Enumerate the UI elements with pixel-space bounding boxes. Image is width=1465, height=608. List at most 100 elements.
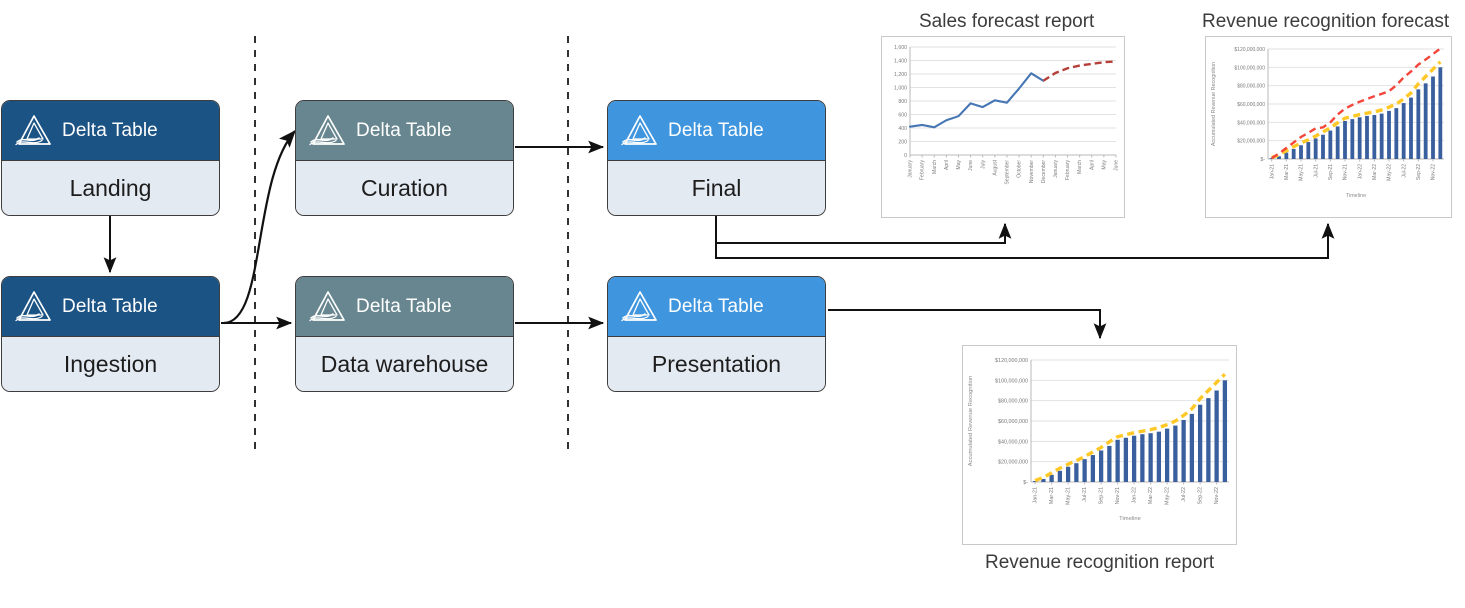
svg-text:May: May: [1101, 160, 1107, 170]
node-landing[interactable]: Delta Table Landing: [1, 100, 220, 216]
node-ingestion-title: Delta Table: [62, 295, 158, 317]
svg-text:March: March: [932, 160, 938, 174]
svg-text:1,200: 1,200: [894, 72, 907, 78]
svg-text:March: March: [1077, 160, 1083, 174]
svg-text:May: May: [956, 160, 962, 170]
node-final-body: Final: [608, 161, 825, 215]
delta-lake-logo-icon: [309, 114, 345, 145]
svg-text:$-: $-: [1261, 157, 1266, 163]
node-final[interactable]: Delta Table Final: [607, 100, 826, 216]
delta-lake-logo-icon: [621, 290, 657, 321]
svg-text:1,400: 1,400: [894, 59, 907, 65]
sales-forecast-title: Sales forecast report: [919, 11, 1095, 32]
svg-text:August: August: [992, 159, 998, 175]
svg-text:January: January: [908, 160, 914, 178]
connector-presentation-to-revenue-report: [828, 309, 1107, 340]
delta-lake-logo-icon: [621, 114, 657, 145]
svg-text:May-21: May-21: [1299, 164, 1305, 181]
svg-text:$60,000,000: $60,000,000: [998, 419, 1028, 425]
svg-text:1,600: 1,600: [894, 45, 907, 51]
svg-text:Sep-21: Sep-21: [1099, 487, 1105, 504]
svg-text:400: 400: [898, 126, 907, 132]
node-curation-label: Curation: [361, 174, 448, 201]
node-final-header: Delta Table: [608, 101, 825, 161]
svg-text:December: December: [1041, 160, 1047, 183]
svg-text:Jan-21: Jan-21: [1033, 487, 1039, 503]
node-presentation[interactable]: Delta Table Presentation: [607, 276, 826, 392]
svg-text:May-21: May-21: [1066, 487, 1072, 505]
node-curation[interactable]: Delta Table Curation: [295, 100, 514, 216]
svg-text:Jul-22: Jul-22: [1181, 487, 1187, 502]
svg-text:$20,000,000: $20,000,000: [998, 460, 1028, 466]
node-landing-body: Landing: [2, 161, 219, 215]
svg-text:$-: $-: [1023, 480, 1028, 486]
svg-text:October: October: [1017, 160, 1023, 178]
svg-text:Jan-21: Jan-21: [1269, 164, 1275, 180]
connector-final-to-sales-forecast: [715, 216, 1012, 244]
chart-revenue-recognition-forecast[interactable]: $-$20,000,000$40,000,000$60,000,000$80,0…: [1205, 36, 1452, 218]
node-ingestion-body: Ingestion: [2, 337, 219, 391]
connector-ingestion-to-curation: [223, 130, 296, 325]
delta-lake-logo-icon: [15, 114, 51, 145]
svg-text:Timeline: Timeline: [1346, 193, 1366, 199]
node-data-warehouse-label: Data warehouse: [320, 350, 489, 377]
revenue-forecast-title: Revenue recognition forecast: [1202, 11, 1450, 32]
node-data-warehouse-header: Delta Table: [296, 277, 513, 337]
svg-text:$40,000,000: $40,000,000: [1237, 120, 1265, 126]
node-presentation-title: Delta Table: [668, 295, 764, 317]
node-landing-header: Delta Table: [2, 101, 219, 161]
node-presentation-label: Presentation: [651, 350, 782, 377]
svg-text:$120,000,000: $120,000,000: [995, 358, 1028, 364]
svg-text:February: February: [920, 160, 926, 181]
svg-text:April: April: [944, 160, 950, 170]
svg-text:Mar-22: Mar-22: [1372, 164, 1378, 180]
svg-text:Accumulated Revenue Recognitio: Accumulated Revenue Recognition: [968, 376, 974, 467]
svg-text:1,000: 1,000: [894, 86, 907, 92]
node-presentation-body: Presentation: [608, 337, 825, 391]
node-curation-header: Delta Table: [296, 101, 513, 161]
svg-text:Accumulated Revenue Recognitio: Accumulated Revenue Recognition: [1211, 62, 1217, 146]
svg-text:Sep-21: Sep-21: [1328, 164, 1334, 180]
node-ingestion-header: Delta Table: [2, 277, 219, 337]
svg-text:January: January: [1053, 160, 1059, 178]
svg-text:May-22: May-22: [1165, 487, 1171, 505]
svg-text:200: 200: [898, 140, 907, 146]
svg-text:$60,000,000: $60,000,000: [1237, 102, 1265, 108]
svg-text:Jul-22: Jul-22: [1401, 164, 1407, 178]
svg-text:Nov-21: Nov-21: [1343, 164, 1349, 180]
delta-lake-logo-icon: [15, 290, 51, 321]
node-landing-label: Landing: [69, 174, 152, 201]
svg-text:Jan-22: Jan-22: [1357, 164, 1363, 180]
svg-text:September: September: [1005, 160, 1011, 185]
svg-text:Sep-22: Sep-22: [1198, 487, 1204, 504]
node-curation-body: Curation: [296, 161, 513, 215]
svg-text:July: July: [980, 160, 986, 169]
node-ingestion[interactable]: Delta Table Ingestion: [1, 276, 220, 392]
svg-text:Mar-21: Mar-21: [1049, 487, 1055, 504]
svg-text:$100,000,000: $100,000,000: [995, 378, 1028, 384]
svg-text:Nov-21: Nov-21: [1115, 487, 1121, 504]
svg-text:Jan-22: Jan-22: [1132, 487, 1138, 503]
node-landing-title: Delta Table: [62, 119, 158, 141]
connector-final-to-revenue-forecast: [715, 216, 1335, 259]
node-presentation-header: Delta Table: [608, 277, 825, 337]
svg-text:0: 0: [904, 153, 907, 159]
svg-text:600: 600: [898, 113, 907, 119]
svg-text:Jul-21: Jul-21: [1082, 487, 1088, 502]
svg-text:800: 800: [898, 99, 907, 105]
node-final-label: Final: [691, 174, 742, 201]
svg-text:May-22: May-22: [1387, 164, 1393, 181]
chart-revenue-recognition-report[interactable]: $-$20,000,000$40,000,000$60,000,000$80,0…: [962, 345, 1237, 545]
svg-text:Timeline: Timeline: [1119, 516, 1141, 522]
svg-text:June: June: [1114, 160, 1120, 171]
node-data-warehouse-title: Delta Table: [356, 295, 452, 317]
svg-text:$80,000,000: $80,000,000: [1237, 84, 1265, 90]
delta-lake-logo-icon: [309, 290, 345, 321]
svg-text:Mar-22: Mar-22: [1148, 487, 1154, 504]
svg-text:$120,000,000: $120,000,000: [1234, 47, 1265, 53]
node-curation-title: Delta Table: [356, 119, 452, 141]
node-final-title: Delta Table: [668, 119, 764, 141]
node-data-warehouse[interactable]: Delta Table Data warehouse: [295, 276, 514, 392]
svg-text:April: April: [1089, 160, 1095, 170]
